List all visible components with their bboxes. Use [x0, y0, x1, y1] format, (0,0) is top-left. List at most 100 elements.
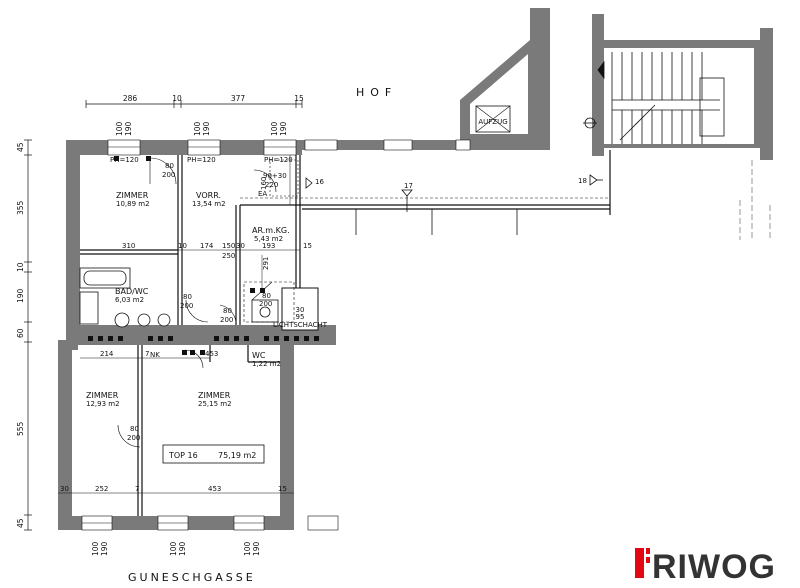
door-swings	[117, 157, 299, 448]
windows-top	[107, 139, 471, 156]
aufzug-label: AUFZUG	[478, 118, 507, 126]
svg-text:190: 190	[279, 121, 288, 136]
svg-text:7: 7	[135, 485, 139, 493]
dim-15: 15	[294, 94, 304, 103]
svg-text:10: 10	[16, 262, 25, 272]
svg-text:200: 200	[180, 302, 193, 310]
svg-text:200: 200	[220, 316, 233, 324]
svg-text:18: 18	[578, 177, 587, 185]
parapet-1: PH=120	[110, 156, 139, 164]
svg-text:190: 190	[16, 288, 25, 303]
parapet-3: PH=120	[264, 156, 293, 164]
svg-text:200: 200	[259, 300, 272, 308]
room-bad: BAD/WC	[115, 287, 149, 296]
svg-text:214: 214	[100, 350, 114, 358]
svg-text:80: 80	[130, 425, 139, 433]
svg-text:LICHTSCHACHT: LICHTSCHACHT	[273, 321, 328, 329]
hof-label: HOF	[356, 86, 397, 99]
svg-text:291: 291	[262, 257, 270, 270]
street-label: GUNESCHGASSE	[128, 571, 256, 584]
room-zimmer-3-area: 25,15 m2	[198, 400, 232, 408]
unit-area: 75,19 m2	[218, 451, 256, 460]
level-markers	[305, 174, 603, 212]
room-bad-area: 6,03 m2	[115, 296, 144, 304]
svg-text:7: 7	[145, 350, 149, 358]
bathtub	[79, 267, 131, 289]
top-dimension-line	[85, 100, 303, 108]
room-wc: WC	[252, 351, 266, 360]
svg-text:30: 30	[236, 242, 245, 250]
room-zimmer-2-area: 12,93 m2	[86, 400, 120, 408]
svg-text:190: 190	[100, 541, 109, 556]
svg-text:100: 100	[243, 541, 252, 556]
svg-text:174: 174	[200, 242, 214, 250]
window-annotations-bottom: 100 190 100 190 100 190	[91, 541, 261, 556]
svg-text:60: 60	[16, 328, 25, 338]
svg-text:30: 30	[296, 306, 305, 314]
bathroom-fixtures	[79, 291, 279, 328]
room-zimmer-1-area: 10,89 m2	[116, 200, 150, 208]
svg-text:100: 100	[270, 121, 279, 136]
svg-text:16: 16	[315, 178, 324, 186]
dim-377: 377	[231, 94, 246, 103]
left-dimension-line	[24, 139, 32, 531]
parapet-2: PH=120	[187, 156, 216, 164]
svg-text:190: 190	[124, 121, 133, 136]
svg-text:45: 45	[16, 142, 25, 152]
svg-text:453: 453	[208, 485, 221, 493]
svg-text:190: 190	[252, 541, 261, 556]
svg-text:80: 80	[262, 292, 271, 300]
stairwell	[583, 14, 773, 240]
svg-text:100: 100	[169, 541, 178, 556]
svg-text:310: 310	[122, 242, 135, 250]
room-zimmer-3: ZIMMER	[198, 391, 231, 400]
room-vorr: VORR.	[196, 191, 221, 200]
svg-text:200: 200	[127, 434, 140, 442]
svg-text:200: 200	[162, 171, 175, 179]
unit-name: TOP 16	[168, 451, 198, 460]
svg-text:160: 160	[260, 177, 268, 190]
window-annotations-top: 100 190 100 190 100 190	[115, 121, 288, 136]
svg-text:45: 45	[16, 518, 25, 528]
svg-text:EA: EA	[258, 190, 267, 198]
dim-286: 286	[123, 94, 138, 103]
svg-text:80: 80	[183, 293, 192, 301]
dim-10: 10	[172, 94, 182, 103]
lichtschacht: 30 95 LICHTSCHACHT	[273, 287, 328, 331]
svg-text:355: 355	[16, 200, 25, 215]
svg-text:15: 15	[278, 485, 287, 493]
svg-text:453: 453	[205, 350, 218, 358]
svg-text:252: 252	[95, 485, 108, 493]
room-abr-area: 5,43 m2	[254, 235, 283, 243]
svg-text:80: 80	[223, 307, 232, 315]
svg-text:150: 150	[222, 242, 235, 250]
svg-text:555: 555	[16, 421, 25, 436]
unit-summary-box: TOP 16 75,19 m2	[162, 444, 265, 464]
brand-name: RIWOG	[652, 548, 776, 586]
svg-text:190: 190	[178, 541, 187, 556]
ventilation-row	[88, 156, 319, 355]
inner-walls	[80, 150, 611, 516]
svg-text:220: 220	[265, 181, 278, 189]
svg-text:100: 100	[91, 541, 100, 556]
room-vorr-area: 13,54 m2	[192, 200, 226, 208]
svg-text:190: 190	[202, 121, 211, 136]
riwog-logo: RIWOG	[635, 548, 776, 586]
svg-text:193: 193	[262, 242, 275, 250]
room-zimmer-1: ZIMMER	[116, 191, 149, 200]
svg-text:90+30: 90+30	[263, 172, 287, 180]
svg-text:30: 30	[60, 485, 69, 493]
svg-text:15: 15	[303, 242, 312, 250]
svg-text:250: 250	[222, 252, 235, 260]
svg-text:95: 95	[296, 313, 305, 321]
inner-dimension-lines	[58, 155, 300, 494]
room-nk: NK	[150, 351, 160, 359]
svg-text:17: 17	[404, 182, 413, 190]
svg-text:80: 80	[165, 162, 174, 170]
room-zimmer-2: ZIMMER	[86, 391, 119, 400]
windows-bottom	[81, 515, 339, 531]
room-abr: AR.m.KG.	[252, 226, 290, 235]
svg-text:10: 10	[178, 242, 187, 250]
room-wc-area: 1,22 m2	[252, 360, 281, 368]
